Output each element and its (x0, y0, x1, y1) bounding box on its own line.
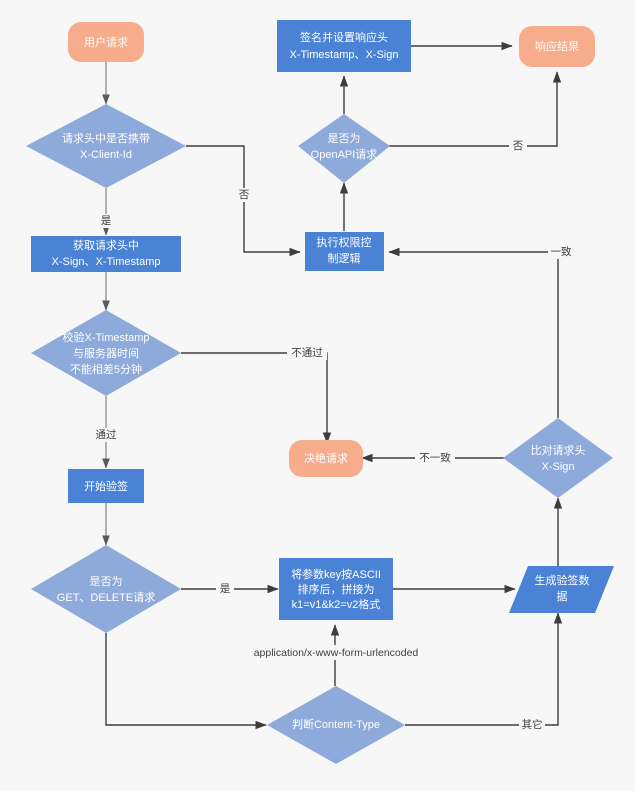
edge-label-client-id-no: 否 (239, 189, 250, 201)
node-sort-ascii[interactable]: 将参数key按ASCII 排序后，拼接为 k1=v1&k2=v2格式 (279, 558, 393, 620)
edge-timestamp-fail-to-reject (181, 352, 332, 444)
edge-label-bg-sign-mismatch (415, 451, 455, 465)
node-is-openapi[interactable]: 是否为 OpenAPI请求 (298, 114, 390, 183)
edge-label-bg-get-delete-yes (216, 582, 234, 596)
start-verify-shape[interactable] (68, 469, 144, 503)
node-user-request[interactable]: 用户请求 (68, 22, 144, 62)
node-auth-logic[interactable]: 执行权限控 制逻辑 (305, 232, 384, 271)
node-get-headers[interactable]: 获取请求头中 X-Sign、X-Timestamp (31, 236, 181, 272)
node-check-timestamp[interactable]: 校验X-Timestamp 与服务器时间 不能相差5分钟 (31, 310, 181, 396)
edge-label-client-id-yes: 是 (101, 215, 112, 227)
edge-label-get-delete-yes: 是 (220, 583, 231, 595)
edge-get-delete-no-to-judge-content-type (105, 633, 267, 730)
has-client-id-shape[interactable] (26, 104, 186, 188)
edge-label-sign-mismatch: 不一致 (419, 451, 451, 464)
edge-label-content-type-other: 其它 (522, 718, 543, 731)
edge-label-openapi-no: 否 (513, 140, 524, 152)
get-headers-shape[interactable] (31, 236, 181, 272)
node-is-get-delete[interactable]: 是否为 GET、DELETE请求 (31, 545, 181, 633)
edge-sign-match-to-auth-logic (388, 247, 559, 418)
judge-content-type-shape[interactable] (267, 686, 405, 764)
edge-label-bg-content-type-other (519, 718, 545, 732)
node-judge-content-type[interactable]: 判断Content-Type (267, 686, 405, 764)
edge-openapi-no-to-response-result (389, 71, 562, 147)
edge-label-bg-client-id-no (235, 188, 253, 202)
node-gen-sign-data[interactable]: 生成验签数 据 (509, 566, 614, 613)
edge-label-timestamp-pass: 通过 (96, 428, 117, 441)
check-timestamp-shape[interactable] (31, 310, 181, 396)
compare-sign-shape[interactable] (503, 418, 613, 498)
node-sign-and-set-header[interactable]: 签名并设置响应头 X-Timestamp、X-Sign (277, 20, 411, 72)
edges-layer: 是 否 不通过 通过 是 ap (95, 41, 574, 732)
node-response-result[interactable]: 响应结果 (519, 26, 595, 67)
is-openapi-shape[interactable] (298, 114, 390, 183)
sign-and-set-header-shape[interactable] (277, 20, 411, 72)
reject-request-shape[interactable] (289, 440, 363, 477)
node-has-client-id[interactable]: 请求头中是否携带 X-Client-Id (26, 104, 186, 188)
edge-label-timestamp-fail: 不通过 (291, 346, 323, 359)
is-get-delete-shape[interactable] (31, 545, 181, 633)
gen-sign-data-shape[interactable] (509, 566, 614, 613)
edge-label-bg-client-id-yes (97, 214, 115, 228)
node-reject-request[interactable]: 决绝请求 (289, 440, 363, 477)
node-start-verify[interactable]: 开始验签 (68, 469, 144, 503)
edge-label-bg-timestamp-fail (287, 346, 327, 360)
edge-label-content-type-urlencoded: application/x-www-form-urlencoded (254, 647, 419, 659)
edge-label-sign-match: 一致 (551, 245, 572, 258)
edge-content-type-other-to-gen-sign-data (405, 612, 563, 726)
edge-label-bg-openapi-no (509, 139, 527, 153)
edge-label-bg-sign-match (548, 245, 574, 259)
edge-label-bg-content-type-urlencoded (232, 645, 440, 660)
response-result-shape[interactable] (519, 26, 595, 67)
user-request-shape[interactable] (68, 22, 144, 62)
auth-logic-shape[interactable] (305, 232, 384, 271)
sort-ascii-shape[interactable] (279, 558, 393, 620)
node-compare-sign[interactable]: 比对请求头 X-Sign (503, 418, 613, 498)
edge-label-bg-timestamp-pass (95, 428, 118, 442)
